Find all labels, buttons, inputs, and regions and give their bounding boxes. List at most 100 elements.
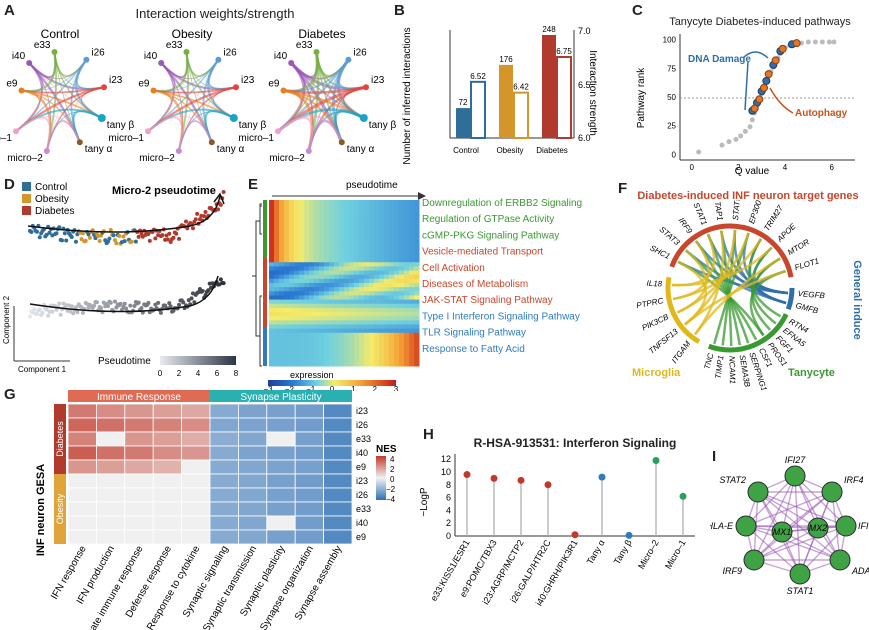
e-cell: [339, 270, 345, 276]
e-cell: [314, 332, 320, 338]
d-legend-swatch-obesity: [22, 194, 31, 203]
g-row-label: i26: [356, 420, 368, 430]
e-cell: [349, 241, 355, 247]
d-cell-bottom: [106, 303, 110, 308]
h-x-label: Micro–1: [663, 538, 688, 571]
e-cell: [369, 349, 375, 355]
e-cell: [274, 262, 280, 267]
e-cell: [344, 320, 350, 325]
e-cell: [414, 336, 420, 342]
e-cell: [329, 332, 335, 338]
e-cbar-tick: 1: [351, 385, 356, 391]
e-cell: [349, 291, 355, 296]
e-cell: [379, 303, 385, 309]
e-cell: [324, 291, 330, 296]
e-cell: [329, 258, 335, 263]
e-cell: [379, 270, 385, 276]
e-cell: [364, 312, 370, 317]
e-cell: [289, 324, 295, 330]
e-cell: [414, 270, 420, 276]
e-cell: [389, 312, 395, 317]
b-bar-count: [499, 64, 513, 138]
e-cell: [344, 287, 350, 292]
g-cell: [67, 501, 97, 517]
d-cell-top: [37, 235, 42, 240]
e-cell: [274, 312, 280, 317]
d-cell-bottom: [73, 305, 78, 310]
e-cell: [294, 212, 300, 218]
panel-label-i: I: [712, 448, 717, 465]
e-cell: [404, 324, 410, 330]
e-cell: [344, 270, 350, 276]
a-node-label: tany β: [107, 120, 135, 131]
e-cell: [349, 245, 355, 251]
e-cell: [414, 349, 420, 355]
g-cell: [124, 459, 154, 475]
e-cell: [414, 262, 420, 267]
panel-label-b: B: [394, 2, 405, 19]
e-cell: [359, 353, 365, 359]
e-cell: [409, 353, 415, 359]
e-cell: [409, 361, 415, 367]
e-cell: [414, 233, 420, 238]
e-cell: [339, 287, 345, 292]
e-cell: [394, 220, 400, 226]
e-cell: [399, 353, 405, 359]
e-cell: [379, 200, 385, 205]
e-cell: [384, 253, 390, 259]
e-cell: [279, 349, 285, 355]
g-cell: [124, 417, 154, 433]
e-cell: [314, 224, 320, 230]
e-cell: [304, 253, 310, 259]
g-row-label: i40: [356, 448, 368, 458]
e-cell: [324, 345, 330, 350]
e-cell: [289, 220, 295, 226]
g-cell: [124, 515, 154, 531]
e-cell: [359, 229, 365, 234]
e-cell: [304, 341, 310, 346]
e-cell: [269, 204, 275, 209]
e-cell: [349, 361, 355, 367]
e-cell: [284, 295, 290, 301]
c-x-tick: 0: [689, 163, 694, 172]
a-node-label: i40: [144, 51, 158, 62]
e-cell: [304, 345, 310, 350]
e-cell: [409, 249, 415, 255]
e-cell: [324, 224, 330, 230]
e-cell: [399, 332, 405, 338]
e-cell: [329, 204, 335, 209]
e-cell: [389, 245, 395, 251]
g-cell: [237, 501, 268, 517]
e-cell: [409, 328, 415, 334]
g-cell: [323, 515, 353, 531]
e-cell: [309, 336, 315, 342]
e-cell: [299, 224, 305, 230]
f-gene-label: TNC: [702, 352, 715, 370]
e-cell: [399, 291, 405, 296]
e-cell: [379, 341, 385, 346]
e-cell: [404, 312, 410, 317]
e-cell: [314, 253, 320, 259]
e-cell: [364, 208, 370, 213]
e-cell: [279, 262, 285, 267]
e-cell: [359, 361, 365, 367]
b-bar-count: [542, 34, 556, 138]
e-cell: [374, 312, 380, 317]
e-cell: [299, 316, 305, 321]
e-cell: [349, 253, 355, 259]
e-cell: [359, 216, 365, 222]
g-cell: [237, 529, 268, 545]
e-cell: [309, 283, 315, 288]
e-cell: [304, 266, 310, 272]
e-cell: [359, 287, 365, 292]
e-cell: [369, 353, 375, 359]
e-cell: [274, 249, 280, 255]
e-cell: [319, 328, 325, 334]
i-edge: [753, 525, 847, 561]
e-cell: [269, 328, 275, 334]
e-cell: [399, 349, 405, 355]
e-cell: [394, 303, 400, 309]
e-cell: [319, 303, 325, 309]
e-cell: [344, 291, 350, 296]
